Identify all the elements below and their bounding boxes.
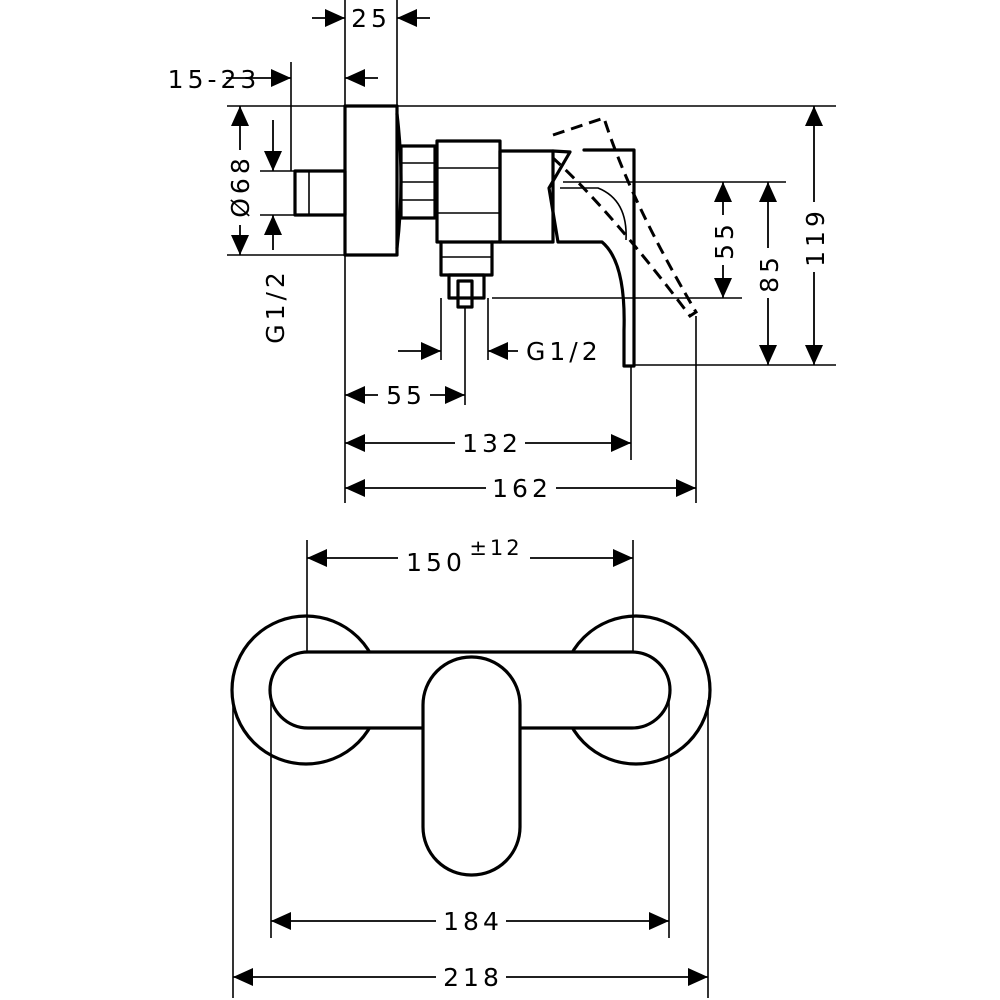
outlet-thread <box>447 273 486 300</box>
dim-85-label: 85 <box>755 253 784 293</box>
dim-162-label: 162 <box>492 474 552 503</box>
dim-55-horizontal: 55 <box>345 380 465 410</box>
dim-150-tolerance: ±12 <box>469 536 522 560</box>
dim-150-label: 150 <box>406 548 466 577</box>
dim-218-label: 218 <box>443 963 503 992</box>
wall-rosette <box>343 104 399 257</box>
side-view-extension-lines <box>227 0 836 503</box>
lever-handle-top <box>421 655 522 877</box>
dim-150: 150 ±12 <box>307 532 633 577</box>
dim-25: 25 <box>312 4 430 33</box>
dim-15-23-label: 15-23 <box>168 65 261 94</box>
dim-184-label: 184 <box>443 907 503 936</box>
handle-curve <box>560 187 627 241</box>
top-view-body <box>230 614 712 877</box>
mixer-body-block <box>435 139 502 244</box>
dim-119: 119 <box>801 106 830 365</box>
dim-132-label: 132 <box>462 429 522 458</box>
dim-diameter-68-label: Ø68 <box>226 154 255 218</box>
dim-132: 132 <box>345 428 631 458</box>
dim-55-vertical: 55 <box>710 182 739 298</box>
mixer-cartridge-housing <box>498 149 555 244</box>
dim-55-horizontal-label: 55 <box>386 381 426 410</box>
dim-g12-inlet: G1/2 <box>261 120 290 344</box>
outlet-nipple <box>456 279 474 309</box>
dim-25-label: 25 <box>351 4 391 33</box>
dim-g12-outlet: G1/2 <box>398 337 602 366</box>
handle-lever <box>547 148 636 368</box>
dim-218: 218 <box>233 962 708 992</box>
dim-g12-outlet-label: G1/2 <box>526 337 602 366</box>
lower-outlet <box>439 240 494 277</box>
dim-15-23: 15-23 <box>168 65 378 94</box>
top-view-extension-lines <box>232 540 709 998</box>
dim-55-vertical-label: 55 <box>710 220 739 260</box>
top-view: 150 ±12 184 218 <box>230 532 712 998</box>
handle-open-position <box>551 116 699 319</box>
dim-119-label: 119 <box>801 207 830 267</box>
side-view-body <box>293 104 699 368</box>
dim-85: 85 <box>755 182 784 365</box>
dim-g12-inlet-label: G1/2 <box>261 268 290 344</box>
side-view: 25 15-23 Ø68 G1/2 <box>168 0 836 503</box>
dim-162: 162 <box>345 473 696 503</box>
dim-184: 184 <box>271 906 669 936</box>
dim-diameter-68: Ø68 <box>226 106 255 255</box>
inlet-connector <box>293 169 347 217</box>
